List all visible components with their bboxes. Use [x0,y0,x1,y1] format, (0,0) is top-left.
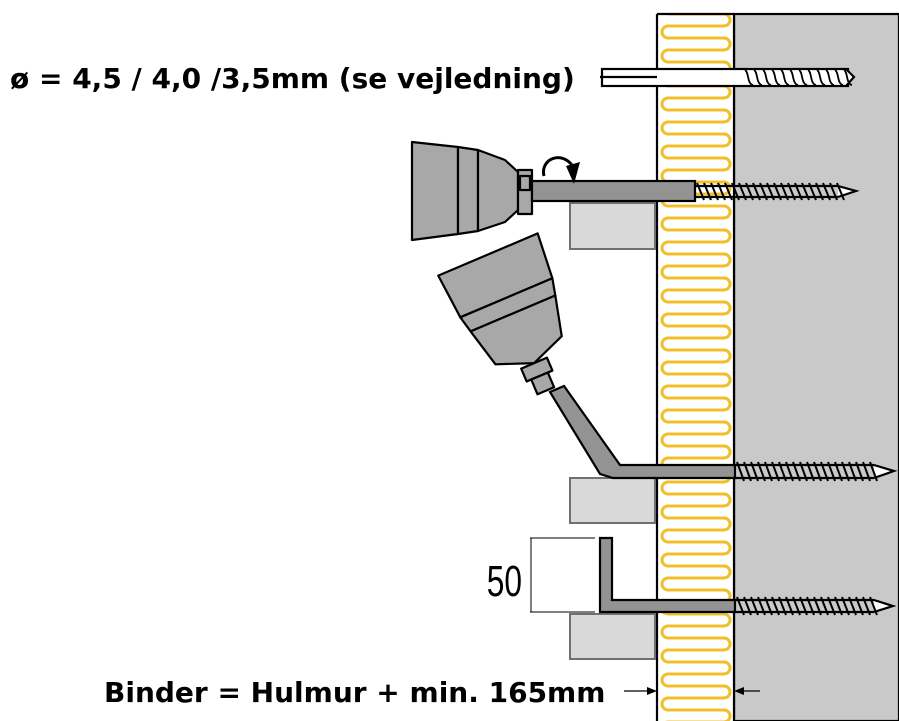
screw-middle [735,461,898,482]
bent-tie-middle [548,384,737,480]
insulation-layer [655,12,736,721]
drill-bit [600,67,856,88]
power-drill-horizontal [410,140,697,242]
rotate-arrow-icon [542,156,580,184]
screw-bottom [735,596,897,616]
dimension-50: 50 [487,537,595,613]
brick-top [569,202,656,250]
brick-bottom [569,613,656,660]
spacing-value: 50 [487,557,522,606]
screw-top [695,182,860,201]
brick-middle [569,477,656,524]
binder-length-label: Binder = Hulmur + min. 165mm [104,676,605,709]
drill-diameter-label: ø = 4,5 / 4,0 /3,5mm (se vejledning) [10,62,575,95]
power-drill-angled [437,232,563,396]
inner-wall [732,12,899,721]
cavity-width-dimension [624,687,760,695]
